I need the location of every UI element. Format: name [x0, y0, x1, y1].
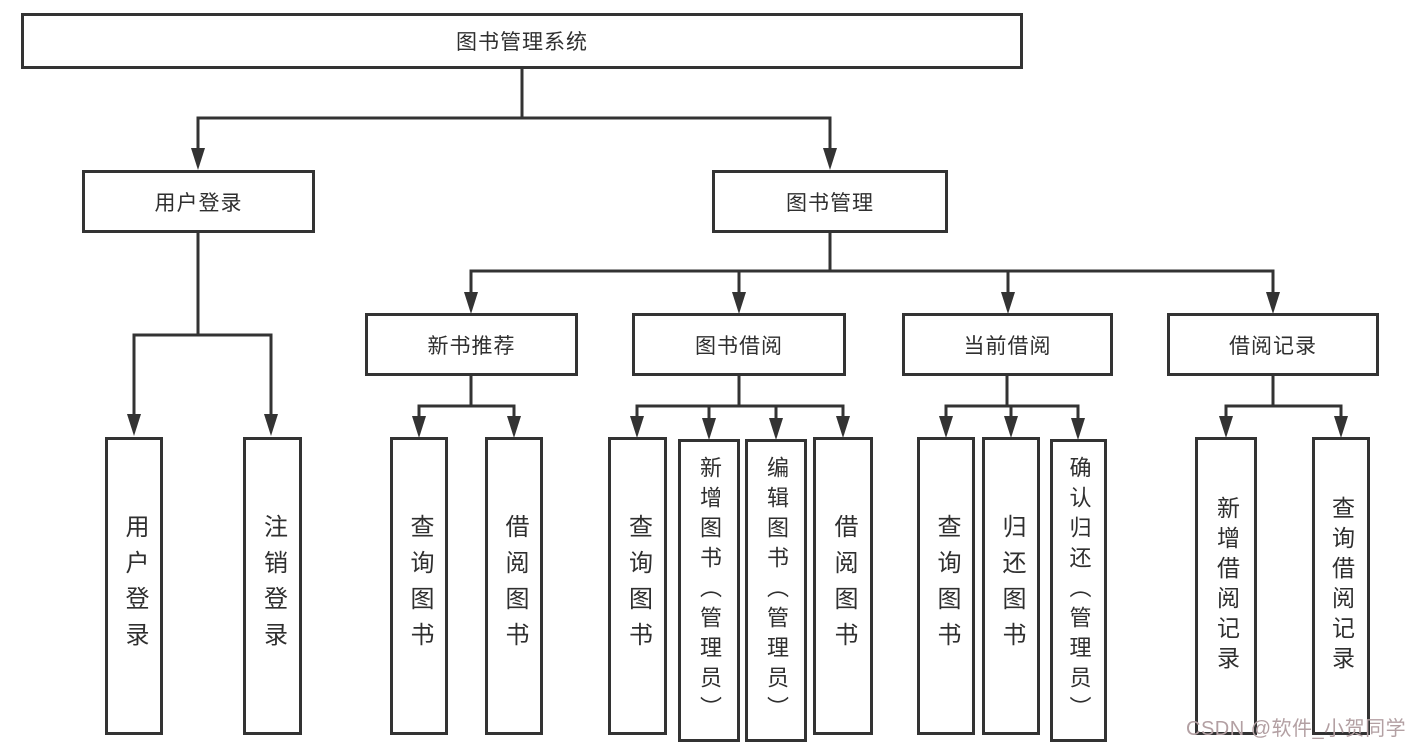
leaf-query-book-2: 查询图书	[608, 437, 667, 735]
leaf-add-book-admin-label: 新增图书（管理员）	[697, 455, 722, 726]
arrowhead	[127, 414, 141, 436]
arrowhead	[412, 416, 426, 438]
node-book-borrow-label: 图书借阅	[695, 334, 783, 358]
edge-root-to-level2	[196, 69, 832, 150]
leaf-borrow-book-2-label: 借阅图书	[830, 514, 857, 658]
arrowhead	[1071, 418, 1085, 440]
node-book-borrow: 图书借阅	[632, 313, 846, 376]
node-borrow-record: 借阅记录	[1167, 313, 1379, 376]
node-user-login-label: 用户登录	[154, 191, 243, 215]
arrowhead	[264, 414, 278, 436]
leaf-query-book-1: 查询图书	[390, 437, 448, 735]
arrowhead	[191, 148, 205, 170]
arrowheads	[127, 148, 1348, 440]
arrowhead	[702, 418, 716, 440]
leaf-add-borrow-record-label: 新增借阅记录	[1213, 496, 1240, 676]
node-book-management-label: 图书管理	[786, 191, 874, 215]
leaf-query-book-1-label: 查询图书	[406, 514, 433, 658]
edge-bookmgmt-to-level3	[469, 233, 1275, 293]
edge-bookborrow-to-leaves	[635, 376, 845, 419]
arrowhead	[507, 416, 521, 438]
node-user-login: 用户登录	[82, 170, 315, 233]
node-root: 图书管理系统	[21, 13, 1023, 69]
node-current-borrow: 当前借阅	[902, 313, 1113, 376]
edge-borrowrecord-to-leaves	[1224, 376, 1343, 417]
leaf-user-login-label: 用户登录	[121, 514, 148, 658]
arrowhead	[1219, 416, 1233, 438]
leaf-add-borrow-record: 新增借阅记录	[1195, 437, 1257, 735]
edge-newbookrec-to-leaves	[417, 376, 516, 417]
leaf-borrow-book-2: 借阅图书	[813, 437, 873, 735]
arrowhead	[630, 416, 644, 438]
edge-currentborrow-to-leaves	[944, 376, 1080, 419]
arrowhead	[1001, 292, 1015, 314]
leaf-user-login: 用户登录	[105, 437, 163, 735]
leaf-return-book-label: 归还图书	[998, 514, 1025, 658]
leaf-query-book-3-label: 查询图书	[933, 514, 960, 658]
leaf-query-book-3: 查询图书	[917, 437, 975, 735]
leaf-return-book: 归还图书	[982, 437, 1040, 735]
leaf-borrow-book-1: 借阅图书	[485, 437, 543, 735]
leaf-query-borrow-record: 查询借阅记录	[1312, 437, 1370, 735]
arrowhead	[464, 292, 478, 314]
edge-lines	[132, 69, 1343, 419]
arrowhead	[1004, 416, 1018, 438]
arrowhead	[836, 416, 850, 438]
arrowhead	[823, 148, 837, 170]
arrowhead	[939, 416, 953, 438]
arrowhead	[1266, 292, 1280, 314]
arrowhead	[1334, 416, 1348, 438]
arrowhead	[769, 418, 783, 440]
leaf-edit-book-admin-label: 编辑图书（管理员）	[764, 455, 789, 726]
node-new-book-recommend: 新书推荐	[365, 313, 578, 376]
leaf-query-book-2-label: 查询图书	[624, 514, 652, 658]
leaf-borrow-book-1-label: 借阅图书	[501, 514, 528, 658]
node-book-management: 图书管理	[712, 170, 948, 233]
leaf-edit-book-admin: 编辑图书（管理员）	[745, 439, 807, 742]
leaf-confirm-return-admin: 确认归还（管理员）	[1050, 439, 1107, 742]
node-current-borrow-label: 当前借阅	[963, 334, 1052, 358]
leaf-add-book-admin: 新增图书（管理员）	[678, 439, 740, 742]
csdn-watermark: CSDN @软件_小贺同学	[1186, 718, 1405, 740]
leaf-logout: 注销登录	[243, 437, 302, 735]
edge-userlogin-to-leaves	[132, 233, 273, 416]
leaf-confirm-return-admin-label: 确认归还（管理员）	[1066, 455, 1092, 726]
node-borrow-record-label: 借阅记录	[1229, 334, 1317, 358]
leaf-query-borrow-record-label: 查询借阅记录	[1328, 496, 1355, 676]
node-new-book-recommend-label: 新书推荐	[427, 334, 516, 358]
node-root-label: 图书管理系统	[456, 31, 588, 54]
leaf-logout-label: 注销登录	[259, 514, 287, 658]
arrowhead	[732, 292, 746, 314]
